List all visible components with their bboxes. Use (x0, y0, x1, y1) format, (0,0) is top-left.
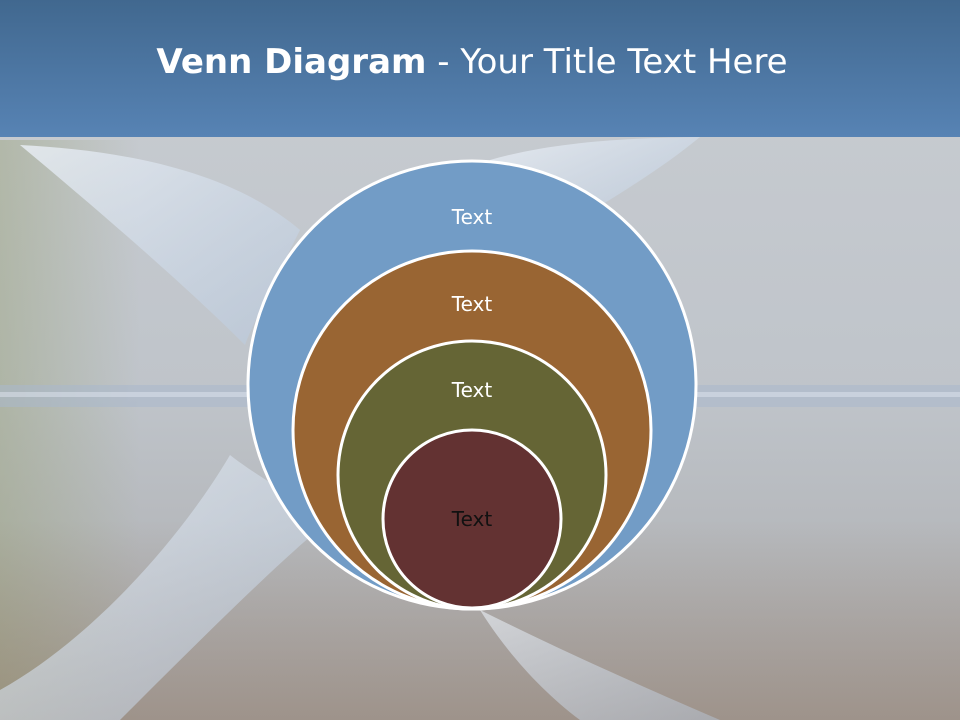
venn-circle-3-label: Text (451, 378, 493, 402)
venn-circle-4: Text (381, 428, 563, 610)
title-bar: Venn Diagram - Your Title Text Here (0, 0, 960, 137)
venn-circle-4-label: Text (451, 507, 493, 531)
title-rest-part: - Your Title Text Here (426, 42, 788, 82)
venn-circle-2-label: Text (451, 292, 493, 316)
title-bold-part: Venn Diagram (156, 42, 427, 82)
slide-title: Venn Diagram - Your Title Text Here (0, 40, 944, 84)
venn-circle-1-label: Text (451, 205, 493, 229)
